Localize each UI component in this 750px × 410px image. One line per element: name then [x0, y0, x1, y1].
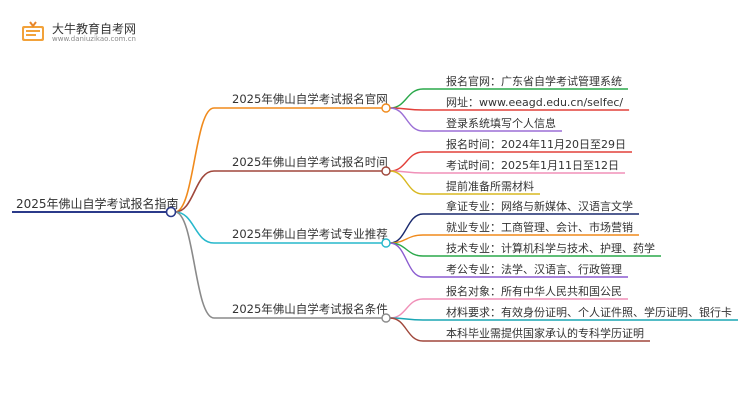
book-icon — [22, 21, 44, 41]
leaf-label: 报名时间：2024年11月20日至29日 — [446, 137, 626, 151]
site-name: 大牛教育自考网 — [52, 22, 137, 36]
root-to-branch-link — [174, 107, 215, 213]
root-to-branch-link — [174, 211, 215, 319]
branch-node-dot — [381, 103, 391, 113]
branch-to-leaf-link — [389, 317, 424, 342]
leaf-label: 网址：www.eeagd.edu.cn/selfec/ — [446, 95, 623, 109]
site-domain: www.daniuzikao.com.cn — [52, 35, 136, 43]
leaf-label: 材料要求：有效身份证明、个人证件照、学历证明、银行卡 — [446, 305, 732, 319]
root-label: 2025年佛山自学考试报名指南 — [16, 196, 179, 211]
branch-label: 2025年佛山自学考试报名时间 — [232, 155, 388, 169]
branch-label: 2025年佛山自学考试专业推荐 — [232, 227, 388, 241]
branch-node-dot — [381, 166, 391, 176]
branch-to-leaf-link — [389, 151, 424, 172]
root-to-branch-link — [174, 170, 215, 213]
leaf-label: 提前准备所需材料 — [446, 179, 534, 193]
branch-to-leaf-link — [389, 170, 424, 195]
leaf-label: 报名官网：广东省自学考试管理系统 — [446, 74, 622, 88]
root-node-dot — [165, 206, 177, 218]
branch-to-leaf-link — [389, 242, 424, 278]
branch-to-leaf-link — [389, 107, 424, 132]
branch-to-leaf-link — [389, 298, 424, 319]
leaf-label: 报名对象：所有中华人民共和国公民 — [446, 284, 622, 298]
leaf-label: 本科毕业需提供国家承认的专科学历证明 — [446, 326, 644, 340]
branch-label: 2025年佛山自学考试报名条件 — [232, 302, 388, 316]
leaf-label: 技术专业：计算机科学与技术、护理、药学 — [446, 241, 655, 255]
site-logo: 大牛教育自考网 www.daniuzikao.com.cn — [18, 16, 158, 50]
branch-node-dot — [381, 238, 391, 248]
branch-node-dot — [381, 313, 391, 323]
leaf-label: 就业专业：工商管理、会计、市场营销 — [446, 220, 633, 234]
leaf-label: 考公专业：法学、汉语言、行政管理 — [446, 262, 622, 276]
leaf-label: 登录系统填写个人信息 — [446, 116, 556, 130]
branch-label: 2025年佛山自学考试报名官网 — [232, 92, 388, 106]
root-to-branch-link — [174, 211, 215, 244]
branch-to-leaf-link — [389, 88, 424, 109]
leaf-label: 拿证专业：网络与新媒体、汉语言文学 — [446, 199, 633, 213]
leaf-label: 考试时间：2025年1月11日至12日 — [446, 158, 619, 172]
